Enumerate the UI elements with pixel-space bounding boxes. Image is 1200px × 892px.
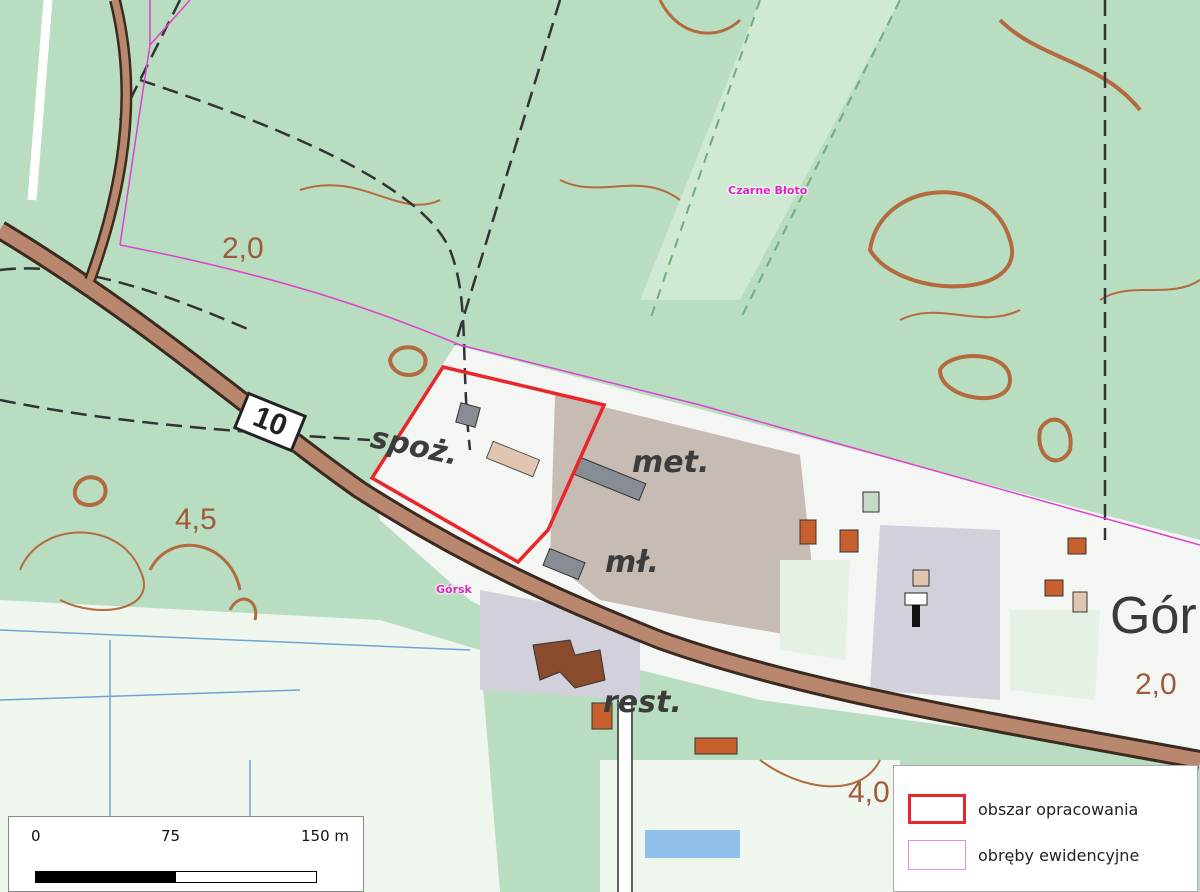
canal xyxy=(0,629,471,651)
white-road xyxy=(27,0,53,201)
orchard xyxy=(780,560,850,660)
label-town: Gór xyxy=(1110,587,1197,645)
scale-bar-white-segment xyxy=(175,871,317,883)
label-elevation: 2,0 xyxy=(1135,668,1177,701)
buildings xyxy=(455,402,1088,755)
legend-swatch-study-area xyxy=(908,794,966,824)
map-legend: obszar opracowania obręby ewidencyjne xyxy=(893,765,1198,892)
secondary-road xyxy=(86,0,130,282)
orchard xyxy=(1010,610,1100,700)
scale-tick-150: 150 m xyxy=(301,827,350,845)
scale-bar: 0 75 150 m xyxy=(8,816,364,892)
label-land-use-ml: mł. xyxy=(605,545,659,580)
legend-label: obszar opracowania xyxy=(978,799,1139,819)
road-number: 10 xyxy=(248,399,292,444)
scale-tick-0: 0 xyxy=(31,827,41,845)
label-elevation: 4,0 xyxy=(848,776,890,809)
legend-swatch-precincts xyxy=(908,840,966,870)
pond xyxy=(645,830,740,858)
meadow-field-east xyxy=(600,760,900,892)
label-land-use-met: met. xyxy=(632,445,710,480)
legend-item-precincts: obręby ewidencyjne xyxy=(908,840,1139,870)
label-elevation: 4,5 xyxy=(175,503,217,536)
contour-lines xyxy=(19,0,1200,788)
scale-tick-75: 75 xyxy=(161,827,181,845)
built-zone xyxy=(870,525,1000,700)
label-elevation: 2,0 xyxy=(222,232,264,265)
label-land-use-rest: rest. xyxy=(603,685,682,720)
scale-bar-black-segment xyxy=(35,871,177,883)
precinct-boundary xyxy=(119,244,1200,546)
industrial-zone xyxy=(550,395,820,640)
forest-clearing xyxy=(640,0,900,300)
label-locality-czarne-bloto: Czarne Błoto xyxy=(728,184,808,197)
study-area-outline xyxy=(369,365,607,565)
canal xyxy=(0,689,301,701)
label-locality-gorsk: Górsk xyxy=(436,583,472,596)
legend-label: obręby ewidencyjne xyxy=(978,845,1140,865)
forest-rides xyxy=(649,0,901,321)
legend-item-study-area: obszar opracowania xyxy=(908,794,1138,824)
main-road xyxy=(0,223,1200,767)
